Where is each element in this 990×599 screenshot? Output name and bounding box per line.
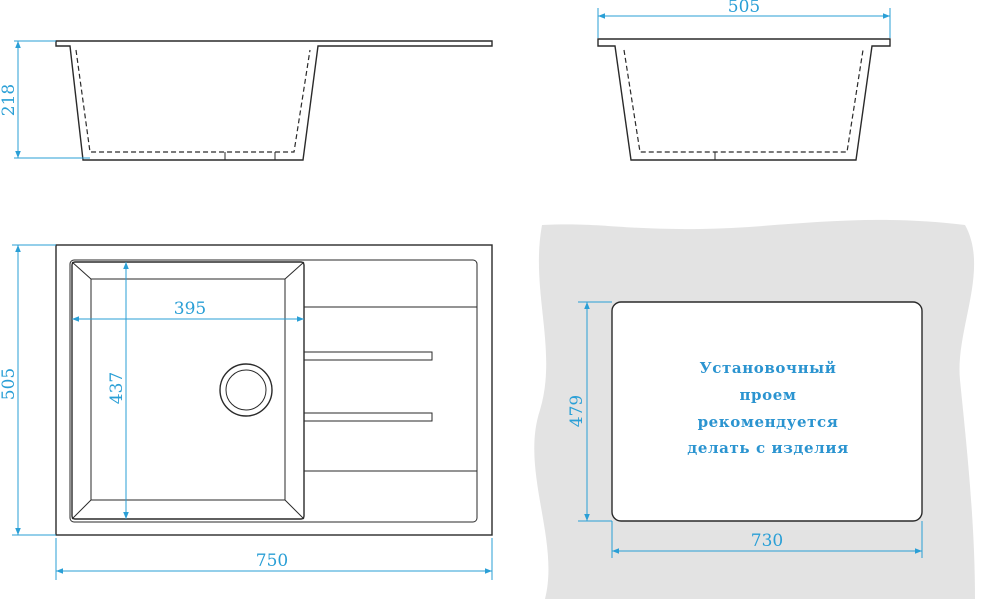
sink-inner-rim: [69, 259, 478, 523]
bowl-inner: [90, 278, 286, 501]
bowl-width-dimension: 395: [72, 299, 304, 322]
side-view-countertop-lip: [55, 40, 493, 161]
front-view-bowl-hidden: [623, 49, 864, 153]
side-height-label: 218: [0, 84, 19, 116]
cutout-depth-dimension: 479: [567, 301, 612, 522]
drain-outer: [219, 363, 273, 417]
cutout-note-line-1: Установочный: [699, 359, 836, 377]
sink-outer-rim: [55, 244, 493, 536]
front-view-outline: [597, 38, 891, 161]
cutout-note-line-4: делать с изделия: [687, 439, 849, 457]
front-view: [597, 38, 891, 161]
top-depth-label: 505: [0, 368, 19, 400]
top-width-label: 750: [256, 551, 288, 571]
cutout-width-label: 730: [751, 531, 783, 551]
drain-inner: [225, 369, 267, 411]
cutout-depth-label: 479: [567, 395, 587, 427]
cutout-width-dimension: 730: [611, 521, 923, 558]
cutout-note-line-2: проем: [739, 386, 796, 404]
top-view: [55, 244, 493, 536]
cutout-note: Установочный проем рекомендуется делать …: [687, 359, 849, 457]
front-width-label: 505: [728, 0, 760, 17]
bowl-outer: [71, 261, 305, 520]
bowl-depth-dimension: 437: [107, 262, 129, 519]
top-depth-dimension: 505: [0, 244, 56, 536]
mounting-cutout: [611, 301, 923, 522]
bowl-width-label: 395: [174, 299, 206, 319]
side-view: [55, 40, 493, 161]
bowl-depth-label: 437: [107, 372, 127, 404]
side-view-bowl-hidden: [75, 49, 311, 153]
front-width-dimension: 505: [597, 0, 891, 38]
top-width-dimension: 750: [55, 538, 493, 580]
side-height-dimension: 218: [0, 40, 90, 159]
drainboard: [303, 306, 477, 472]
cutout-note-line-3: рекомендуется: [698, 413, 839, 431]
